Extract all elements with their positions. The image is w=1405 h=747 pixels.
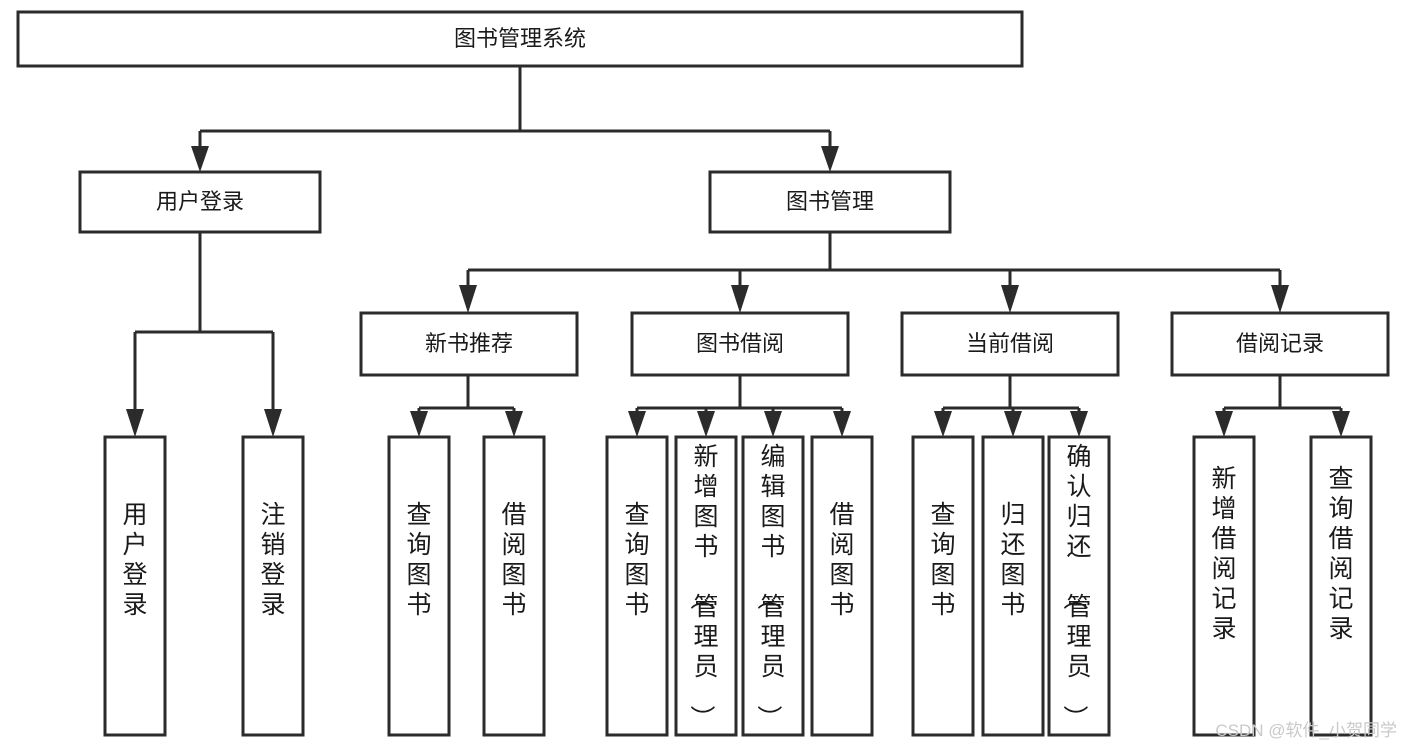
leaf-label-borrow-record-0: 新增借阅记录 bbox=[1211, 465, 1236, 643]
leaf-box-new-book-0[interactable] bbox=[387, 435, 451, 737]
arrow-leaf-ul-0 bbox=[126, 409, 144, 437]
arrow-bb-3 bbox=[833, 411, 851, 437]
leaf-label-current-borrow-0: 查询图书 bbox=[930, 501, 955, 619]
edge-group bbox=[126, 66, 1350, 437]
leaf-box-book-borrow-3[interactable] bbox=[810, 435, 874, 737]
leaf-box-current-borrow-2[interactable] bbox=[1047, 435, 1111, 737]
leaf-node[interactable]: 用户登录 bbox=[103, 435, 167, 737]
leaf-box-book-borrow-1[interactable] bbox=[674, 435, 738, 737]
leaf-box-current-borrow-1[interactable] bbox=[981, 435, 1045, 737]
leaf-label-new-book-0: 查询图书 bbox=[406, 501, 431, 619]
leaf-node[interactable]: 查询图书 bbox=[911, 435, 975, 737]
node-new-book-recommend[interactable]: 新书推荐 bbox=[359, 311, 579, 377]
arrow-l3-1 bbox=[731, 285, 749, 313]
leaf-label-user-login-1: 注销登录 bbox=[260, 501, 285, 619]
leaf-box-new-book-1[interactable] bbox=[482, 435, 546, 737]
node-user-login-box[interactable] bbox=[78, 170, 322, 234]
node-book-management-box[interactable] bbox=[708, 170, 952, 234]
arrow-l3-2 bbox=[1001, 285, 1019, 313]
leaf-label-book-borrow-2: 编辑图书（管理员） bbox=[754, 443, 785, 730]
leaf-box-borrow-record-1[interactable] bbox=[1309, 435, 1373, 737]
arrow-nb-0 bbox=[410, 411, 428, 437]
csdn-watermark: CSDN @软件_小贺同学 bbox=[1215, 721, 1397, 740]
leaf-label-current-borrow-1: 归还图书 bbox=[1000, 501, 1025, 619]
node-current-borrow-label: 当前借阅 bbox=[966, 331, 1054, 356]
leaf-node[interactable]: 查询图书 bbox=[387, 435, 451, 737]
leaf-node[interactable]: 编辑图书（管理员） bbox=[741, 435, 805, 737]
node-book-borrow-label: 图书借阅 bbox=[696, 331, 784, 356]
leaf-label-user-login-0: 用户登录 bbox=[122, 501, 147, 619]
node-borrow-record-box[interactable] bbox=[1170, 311, 1390, 377]
node-new-book-recommend-box[interactable] bbox=[359, 311, 579, 377]
node-book-borrow-box[interactable] bbox=[630, 311, 850, 377]
node-borrow-record[interactable]: 借阅记录 bbox=[1170, 311, 1390, 377]
leaf-box-book-borrow-0[interactable] bbox=[605, 435, 669, 737]
arrow-l3-3 bbox=[1271, 285, 1289, 313]
arrow-leaf-ul-1 bbox=[264, 409, 282, 437]
leaf-box-user-login-1[interactable] bbox=[241, 435, 305, 737]
arrow-user-login bbox=[191, 146, 209, 172]
leaf-node[interactable]: 归还图书 bbox=[981, 435, 1045, 737]
node-current-borrow-box[interactable] bbox=[900, 311, 1120, 377]
arrow-br-1 bbox=[1332, 411, 1350, 437]
node-root-box[interactable] bbox=[16, 10, 1024, 68]
leaf-node[interactable]: 注销登录 bbox=[241, 435, 305, 737]
leaf-box-current-borrow-0[interactable] bbox=[911, 435, 975, 737]
node-borrow-record-label: 借阅记录 bbox=[1236, 331, 1324, 356]
arrow-bb-1 bbox=[697, 411, 715, 437]
arrow-book-mgmt bbox=[821, 146, 839, 172]
arrow-br-0 bbox=[1215, 411, 1233, 437]
leaf-box-user-login-0[interactable] bbox=[103, 435, 167, 737]
node-book-management-label: 图书管理 bbox=[786, 189, 874, 214]
node-book-borrow[interactable]: 图书借阅 bbox=[630, 311, 850, 377]
leaf-node[interactable]: 借阅图书 bbox=[482, 435, 546, 737]
leaf-node[interactable]: 借阅图书 bbox=[810, 435, 874, 737]
leaf-node[interactable]: 新增借阅记录 bbox=[1192, 435, 1256, 737]
leaf-node[interactable]: 确认归还（管理员） bbox=[1047, 435, 1111, 737]
leaf-label-book-borrow-0: 查询图书 bbox=[624, 501, 649, 619]
node-book-management[interactable]: 图书管理 bbox=[708, 170, 952, 234]
leaf-label-borrow-record-1: 查询借阅记录 bbox=[1328, 465, 1353, 643]
leaf-label-book-borrow-1: 新增图书（管理员） bbox=[687, 443, 718, 730]
arrow-cb-2 bbox=[1070, 411, 1088, 437]
leaf-box-borrow-record-0[interactable] bbox=[1192, 435, 1256, 737]
arrow-cb-1 bbox=[1004, 411, 1022, 437]
node-user-login-label: 用户登录 bbox=[156, 189, 244, 214]
node-root[interactable]: 图书管理系统 bbox=[16, 10, 1024, 68]
node-user-login[interactable]: 用户登录 bbox=[78, 170, 322, 234]
leaf-label-new-book-1: 借阅图书 bbox=[501, 501, 526, 619]
node-current-borrow[interactable]: 当前借阅 bbox=[900, 311, 1120, 377]
node-new-book-recommend-label: 新书推荐 bbox=[425, 331, 513, 356]
arrow-bb-0 bbox=[628, 411, 646, 437]
arrow-l3-0 bbox=[459, 285, 477, 313]
arrow-cb-0 bbox=[934, 411, 952, 437]
leaf-node[interactable]: 查询借阅记录 bbox=[1309, 435, 1373, 737]
node-root-label: 图书管理系统 bbox=[454, 26, 586, 51]
leaf-node[interactable]: 新增图书（管理员） bbox=[674, 435, 738, 737]
arrow-bb-2 bbox=[764, 411, 782, 437]
leaf-box-book-borrow-2[interactable] bbox=[741, 435, 805, 737]
leaf-node[interactable]: 查询图书 bbox=[605, 435, 669, 737]
leaf-label-book-borrow-3: 借阅图书 bbox=[829, 501, 854, 619]
arrow-nb-1 bbox=[505, 411, 523, 437]
leaf-label-current-borrow-2: 确认归还（管理员） bbox=[1060, 443, 1091, 730]
